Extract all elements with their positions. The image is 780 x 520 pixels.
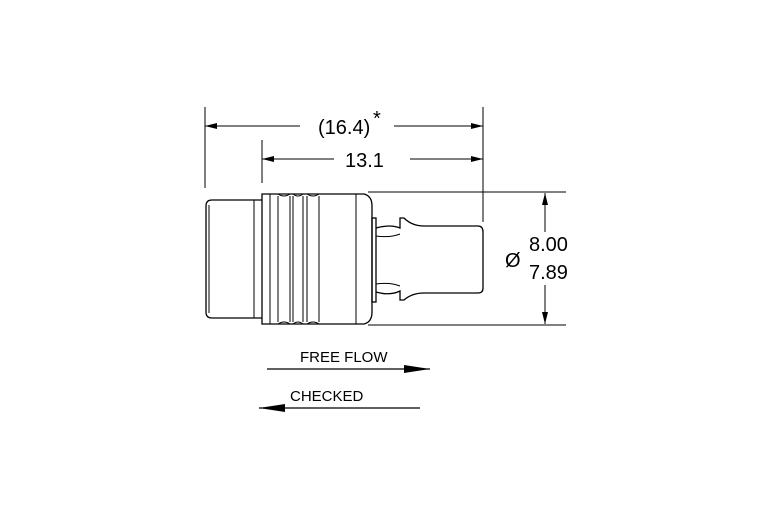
grooved-body xyxy=(261,193,373,325)
extension-lines xyxy=(204,107,566,326)
overall-length-dimension: (16.4) * xyxy=(205,108,483,139)
free-flow-indicator: FREE FLOW xyxy=(267,349,430,373)
body-length-dimension: 13.1 xyxy=(262,150,483,172)
diameter-min: 7.89 xyxy=(529,262,568,284)
end-cap xyxy=(205,199,262,319)
checked-indicator: CHECKED xyxy=(259,388,420,412)
overall-length-note: * xyxy=(373,108,381,130)
checked-label: CHECKED xyxy=(290,388,364,405)
overall-length-label: (16.4) xyxy=(318,117,370,139)
free-flow-label: FREE FLOW xyxy=(300,349,388,366)
diameter-symbol: Ø xyxy=(505,250,521,272)
diameter-dimension: Ø 8.00 7.89 xyxy=(505,193,568,324)
flange xyxy=(371,217,377,303)
diameter-max: 8.00 xyxy=(529,234,568,256)
valve-part xyxy=(205,193,484,325)
body-grooves xyxy=(269,193,357,325)
nozzle xyxy=(375,217,484,301)
body-length-label: 13.1 xyxy=(345,150,384,172)
